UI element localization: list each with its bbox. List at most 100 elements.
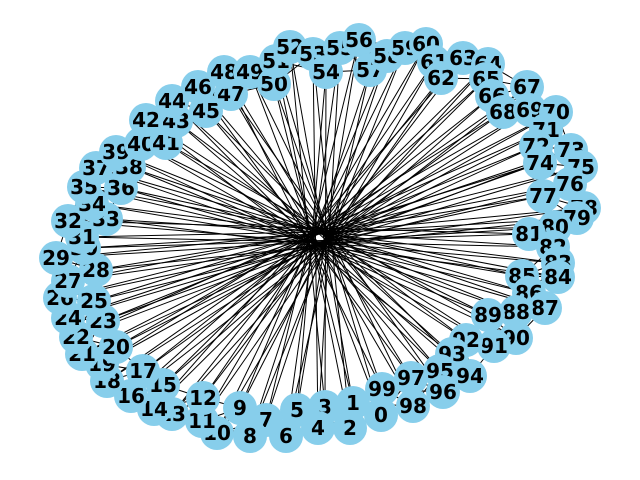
node-98: 98	[396, 389, 430, 423]
edge-56-5	[296, 39, 360, 411]
node-20: 20	[99, 330, 133, 364]
node-44: 44	[155, 84, 189, 118]
edge-72-21	[81, 145, 537, 355]
edge-87-36	[120, 187, 546, 309]
node-label: 8	[243, 424, 257, 448]
node-label: 5	[290, 398, 304, 422]
node-46: 46	[181, 70, 215, 104]
edge-48-97	[223, 71, 412, 379]
node-label: 91	[480, 334, 508, 358]
edge-70-19	[101, 111, 557, 365]
node-74: 74	[523, 146, 557, 180]
node-circle	[453, 359, 487, 393]
node-circle	[280, 393, 314, 427]
node-circle	[523, 146, 557, 180]
node-label: 62	[427, 66, 455, 90]
edge-39-88	[115, 151, 517, 313]
nodes-layer: 0123456789101112131415161718192021222324…	[39, 23, 601, 453]
node-label: 68	[489, 100, 517, 124]
node-label: 32	[54, 209, 82, 233]
node-94: 94	[453, 359, 487, 393]
node-circle	[155, 84, 189, 118]
node-48: 48	[207, 55, 241, 89]
node-circle	[426, 375, 460, 409]
node-circle	[499, 295, 533, 329]
node-label: 88	[502, 300, 530, 324]
node-label: 96	[429, 380, 457, 404]
edge-44-93	[171, 100, 453, 355]
node-circle	[181, 70, 215, 104]
node-62: 62	[424, 61, 458, 95]
node-circle	[99, 330, 133, 364]
node-circle	[528, 291, 562, 325]
node-label: 97	[397, 366, 425, 390]
node-label: 56	[345, 28, 373, 52]
edge-42-91	[145, 119, 495, 347]
node-label: 4	[311, 416, 325, 440]
node-label: 2	[343, 416, 357, 440]
edge-93-42	[145, 119, 453, 355]
node-12: 12	[186, 381, 220, 415]
edge-96-45	[205, 110, 444, 393]
node-9: 9	[223, 391, 257, 425]
edge-8-57	[249, 69, 371, 437]
node-label: 20	[102, 335, 130, 359]
node-circle	[396, 389, 430, 423]
node-99: 99	[365, 372, 399, 406]
node-2: 2	[333, 411, 367, 445]
node-circle	[233, 419, 267, 453]
node-label: 98	[399, 394, 427, 418]
node-5: 5	[280, 393, 314, 427]
node-label: 44	[158, 89, 186, 113]
node-97: 97	[394, 361, 428, 395]
node-label: 12	[189, 386, 217, 410]
node-1: 1	[336, 386, 370, 420]
node-circle	[486, 95, 520, 129]
node-circle	[333, 411, 367, 445]
edge-46-95	[197, 86, 441, 372]
node-label: 1	[346, 391, 360, 415]
node-circle	[223, 391, 257, 425]
edge-77-26	[59, 195, 544, 299]
node-label: 42	[132, 108, 160, 132]
node-88: 88	[499, 295, 533, 329]
node-0: 0	[364, 398, 398, 432]
edge-90-39	[115, 151, 517, 339]
node-label: 46	[184, 75, 212, 99]
edge-14-63	[153, 57, 464, 410]
node-label: 25	[80, 289, 108, 313]
node-circle	[129, 103, 163, 137]
node-circle	[342, 23, 376, 57]
node-17: 17	[126, 354, 160, 388]
node-8: 8	[233, 419, 267, 453]
node-circle	[526, 179, 560, 213]
node-89: 89	[471, 298, 505, 332]
edge-91-40	[140, 143, 495, 347]
edge-63-12	[202, 57, 464, 399]
node-77: 77	[526, 179, 560, 213]
node-68: 68	[486, 95, 520, 129]
node-label: 6	[279, 424, 293, 448]
node-96: 96	[426, 375, 460, 409]
node-circle	[471, 298, 505, 332]
edge-60-9	[239, 43, 427, 409]
node-label: 84	[544, 265, 572, 289]
node-label: 99	[368, 377, 396, 401]
edge-52-1	[289, 46, 354, 404]
edge-94-43	[175, 120, 471, 377]
node-circle	[39, 241, 73, 275]
node-circle	[541, 260, 575, 294]
node-label: 87	[531, 296, 559, 320]
node-circle	[477, 329, 511, 363]
node-29: 29	[39, 241, 73, 275]
node-circle	[51, 204, 85, 238]
node-circle	[365, 372, 399, 406]
node-label: 0	[374, 403, 388, 427]
node-25: 25	[77, 284, 111, 318]
node-label: 74	[526, 151, 554, 175]
edge-99-48	[223, 71, 383, 390]
node-56: 56	[342, 23, 376, 57]
node-label: 77	[529, 184, 557, 208]
node-circle	[126, 354, 160, 388]
